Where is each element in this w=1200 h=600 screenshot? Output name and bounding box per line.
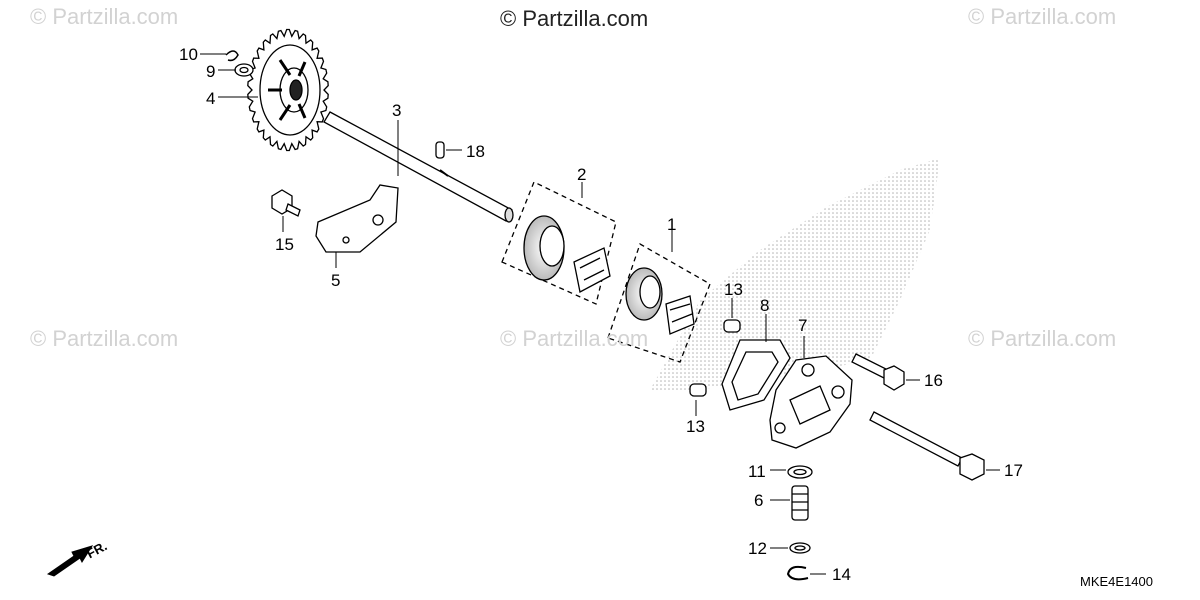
watermark-top-left: © Partzilla.com xyxy=(30,4,179,29)
gasket-part-8 xyxy=(721,339,791,411)
callout-15[interactable]: 15 xyxy=(275,235,294,254)
callout-9[interactable]: 9 xyxy=(206,62,216,81)
callout-3[interactable]: 3 xyxy=(392,101,402,120)
callout-1[interactable]: 1 xyxy=(667,215,677,234)
callout-4[interactable]: 4 xyxy=(206,89,216,108)
rotor-set-part-2 xyxy=(501,181,617,305)
bolt-part-15 xyxy=(271,189,301,217)
diagram-code: MKE4E1400 xyxy=(1080,574,1153,589)
rotor-set-part-1 xyxy=(607,243,711,363)
watermark-top-right: © Partzilla.com xyxy=(968,4,1117,29)
watermark-mid-center: © Partzilla.com xyxy=(500,326,649,351)
callout-18[interactable]: 18 xyxy=(466,142,485,161)
callout-2[interactable]: 2 xyxy=(577,165,587,184)
callout-12[interactable]: 12 xyxy=(748,539,767,558)
bolt-part-16 xyxy=(851,353,905,391)
callout-13-lower[interactable]: 13 xyxy=(686,417,705,436)
callout-6[interactable]: 6 xyxy=(754,491,764,510)
watermark-mid-left: © Partzilla.com xyxy=(30,326,179,351)
clip-part-14 xyxy=(786,565,809,581)
front-direction-arrow xyxy=(46,545,94,577)
washer-part-11 xyxy=(787,465,813,479)
plate-part-5 xyxy=(315,184,399,253)
shaft-part-3 xyxy=(323,111,514,223)
callout-5[interactable]: 5 xyxy=(331,271,341,290)
callout-8[interactable]: 8 xyxy=(760,296,770,315)
callout-7[interactable]: 7 xyxy=(798,316,808,335)
washer-part-9 xyxy=(234,63,254,77)
bolt-part-17 xyxy=(869,411,985,481)
pump-body-part-7 xyxy=(769,355,853,449)
callout-14[interactable]: 14 xyxy=(832,565,851,584)
clip-part-10 xyxy=(225,50,239,62)
pin-part-18 xyxy=(435,141,445,159)
valve-part-6 xyxy=(791,485,809,521)
callout-16[interactable]: 16 xyxy=(924,371,943,390)
leader-lines xyxy=(200,53,1000,575)
callout-11[interactable]: 11 xyxy=(748,462,766,481)
callout-13-upper[interactable]: 13 xyxy=(724,280,743,299)
callout-17[interactable]: 17 xyxy=(1004,461,1023,480)
gear-part-4 xyxy=(247,28,329,152)
watermark-mid-right: © Partzilla.com xyxy=(968,326,1117,351)
dowel-part-13-upper xyxy=(723,319,741,333)
halftone-background xyxy=(650,158,940,390)
watermark-main: © Partzilla.com xyxy=(500,6,649,31)
washer-part-12 xyxy=(789,542,811,554)
callout-10[interactable]: 10 xyxy=(179,45,198,64)
dowel-part-13-lower xyxy=(689,383,707,397)
